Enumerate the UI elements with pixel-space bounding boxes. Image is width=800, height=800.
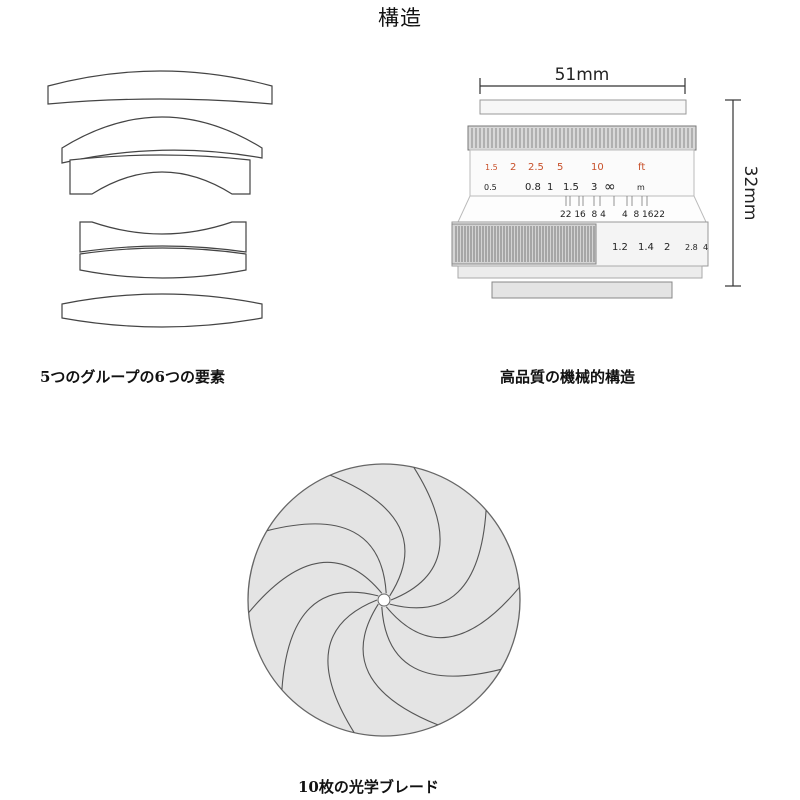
aperture-mark: 4 <box>703 243 708 252</box>
lens-elements-diagram <box>47 70 273 328</box>
focus-ring <box>469 149 695 197</box>
dof-left-label: 22 16 8 4 <box>560 210 606 220</box>
aperture-blades-diagram <box>247 463 521 737</box>
front-cap <box>479 99 687 115</box>
lens-element-2 <box>61 116 263 164</box>
aperture-grip <box>451 223 597 265</box>
aperture-blade-edge <box>329 474 406 597</box>
lens-element-6 <box>61 293 263 328</box>
width-dimension-label: 51mm <box>555 65 610 85</box>
lens-elements-caption: 5つのグループの6つの要素 <box>40 368 225 386</box>
m-mark: ∞ <box>604 179 616 195</box>
m-mark: 1.5 <box>563 182 579 193</box>
aperture-mark: 2.8 <box>685 243 698 252</box>
aperture-blade-edge <box>389 510 487 609</box>
ft-mark: 2.5 <box>528 162 544 173</box>
lower-body <box>457 265 703 279</box>
aperture-blades-caption: 10枚の光学ブレード <box>298 778 439 796</box>
ft-mark: ft <box>638 162 645 173</box>
aperture-mark: 1.2 <box>612 242 628 253</box>
aperture-opening <box>377 593 391 607</box>
front-knurl-lines <box>471 128 693 148</box>
m-scale: 0.5 0.8 1 1.5 3 ∞ m <box>484 179 645 195</box>
lens-element-1 <box>47 70 273 105</box>
ft-scale: 1.5 2 2.5 5 10 ft <box>485 162 645 173</box>
aperture-blade-edge <box>248 561 383 614</box>
aperture-knurl-lines <box>455 226 595 262</box>
m-mark: 1 <box>547 182 553 193</box>
aperture-blade-edge <box>362 603 439 726</box>
lens-mount <box>491 281 673 299</box>
page-title: 構造 <box>378 6 422 30</box>
width-dimension <box>479 78 686 94</box>
ft-mark: 5 <box>557 162 563 173</box>
lens-element-4 <box>79 221 247 253</box>
lens-element-3 <box>69 154 251 195</box>
lens-element-5 <box>79 247 247 279</box>
ft-mark: 1.5 <box>485 163 498 172</box>
height-dimension-label: 32mm <box>740 166 760 221</box>
aperture-blade-edge <box>390 467 441 601</box>
dof-ticks <box>565 196 648 206</box>
aperture-blade-edge <box>327 599 378 733</box>
dof-scale: 22 16 8 4 4 8 1622 <box>560 210 665 220</box>
ft-mark: 10 <box>591 162 604 173</box>
front-knurled-ring <box>467 125 697 151</box>
blade-lines <box>248 467 520 733</box>
ft-mark: 2 <box>510 162 516 173</box>
m-mark: 0.5 <box>484 183 497 192</box>
m-mark: m <box>637 183 645 192</box>
aperture-blade-edge <box>281 591 379 690</box>
aperture-scale: 1.2 1.4 2 2.8 4 <box>612 242 708 253</box>
m-mark: 3 <box>591 182 597 193</box>
aperture-blade-edge <box>381 606 502 677</box>
mechanical-structure-caption: 高品質の機械的構造 <box>500 368 636 386</box>
aperture-mark: 2 <box>664 242 670 253</box>
m-mark: 0.8 <box>525 182 541 193</box>
aperture-blade-edge <box>266 523 387 594</box>
lens-barrel-diagram: 51mm 32mm 1.5 2 2.5 5 10 f <box>451 65 760 299</box>
dof-right-label: 4 8 1622 <box>622 210 665 220</box>
height-dimension <box>725 99 741 287</box>
aperture-mark: 1.4 <box>638 242 654 253</box>
aperture-blade-edge <box>385 586 520 639</box>
